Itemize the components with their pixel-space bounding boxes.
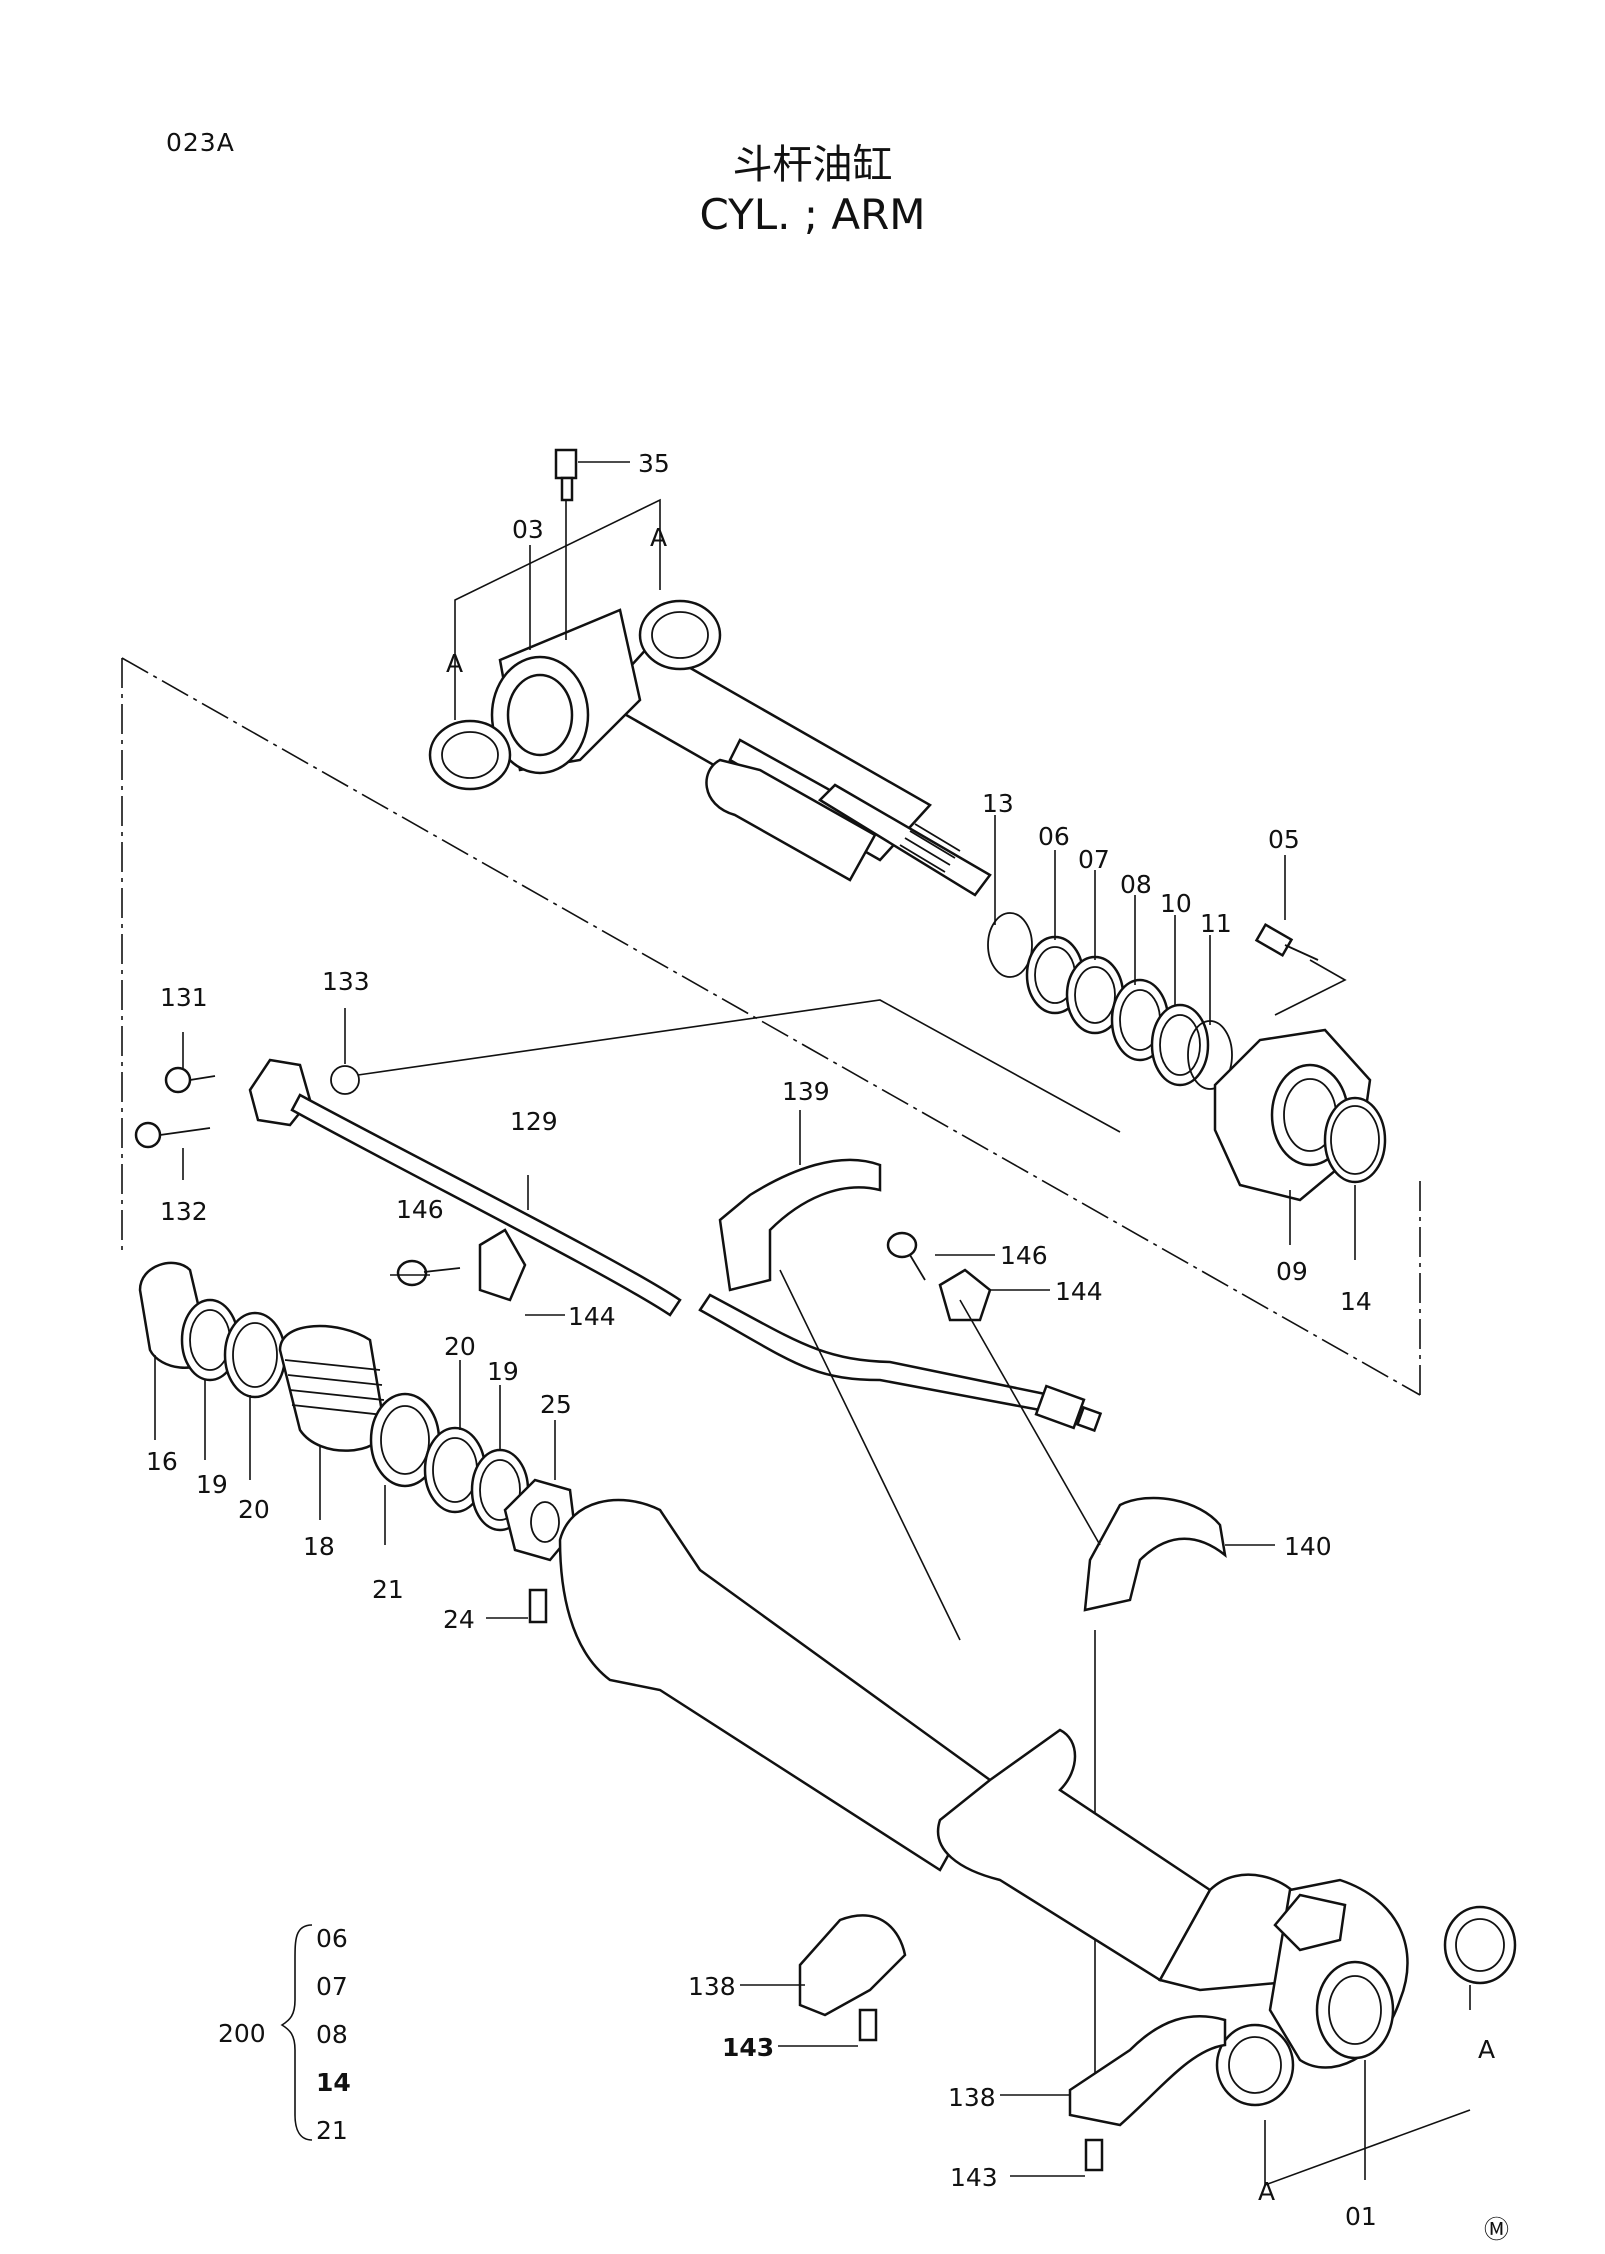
- callout-20: 20: [238, 1495, 270, 1524]
- callout-18: 18: [303, 1532, 335, 1561]
- kit-bracket: [280, 1924, 313, 2141]
- callout-131: 131: [160, 983, 208, 1012]
- callout-138: 138: [948, 2083, 996, 2112]
- kit-number: 200: [218, 2019, 266, 2048]
- kit-item: 21: [316, 2116, 348, 2145]
- callout-03: 03: [512, 515, 544, 544]
- callout-138: 138: [688, 1972, 736, 2001]
- callout-a: A: [446, 649, 463, 678]
- kit-item: 07: [316, 1972, 348, 2001]
- pipe-clamps: [396, 1158, 1227, 2080]
- callout-21: 21: [372, 1575, 404, 1604]
- callout-14: 14: [1340, 1287, 1372, 1316]
- callout-139: 139: [782, 1077, 830, 1106]
- piston-parts: [138, 1261, 577, 1624]
- callout-143: 143: [722, 2033, 774, 2062]
- kit-legend: 200 06 07 08 14 21: [218, 1924, 351, 2145]
- leader-lines: [182, 461, 1275, 2177]
- callout-146: 146: [1000, 1241, 1048, 1270]
- title-english: CYL. ; ARM: [699, 190, 926, 239]
- page-code: 023A: [166, 128, 235, 157]
- callout-140: 140: [1284, 1532, 1332, 1561]
- callout-143: 143: [950, 2163, 998, 2192]
- callout-19: 19: [196, 1470, 228, 1499]
- callout-08: 08: [1120, 870, 1152, 899]
- title-chinese: 斗杆油缸: [732, 142, 893, 188]
- callout-133: 133: [322, 967, 370, 996]
- m-marker: Ⓜ: [1484, 2215, 1509, 2244]
- callout-146: 146: [396, 1195, 444, 1224]
- cylinder-tube: [558, 1498, 1517, 2186]
- kit-item: 08: [316, 2020, 348, 2049]
- callout-20: 20: [444, 1332, 476, 1361]
- callout-16: 16: [146, 1447, 178, 1476]
- callout-24: 24: [443, 1605, 475, 1634]
- callout-11: 11: [1200, 909, 1232, 938]
- callout-06: 06: [1038, 822, 1070, 851]
- assembly-boundary: [121, 657, 1421, 1396]
- callout-144: 144: [1055, 1277, 1103, 1306]
- callout-07: 07: [1078, 845, 1110, 874]
- callout-19: 19: [487, 1357, 519, 1386]
- kit-item: 14: [316, 2068, 351, 2097]
- callout-144: 144: [568, 1302, 616, 1331]
- callout-a: A: [650, 523, 667, 552]
- pipe-assembly: [134, 999, 1121, 1433]
- callout-09: 09: [1276, 1257, 1308, 1286]
- callout-a: A: [1258, 2177, 1275, 2206]
- callout-129: 129: [510, 1107, 558, 1136]
- callout-13: 13: [982, 789, 1014, 818]
- callout-a: A: [1478, 2035, 1495, 2064]
- piston-rod-assembly: [428, 448, 992, 897]
- kit-item: 06: [316, 1924, 348, 1953]
- callout-10: 10: [1160, 889, 1192, 918]
- callout-132: 132: [160, 1197, 208, 1226]
- callout-labels: 35 03 A A 13 06 07 08 10 11 05 131 133 1…: [146, 449, 1495, 2231]
- callout-25: 25: [540, 1390, 572, 1419]
- callout-35: 35: [638, 449, 670, 478]
- cylinder-head: [1213, 855, 1387, 1260]
- rod-seals: [987, 815, 1233, 1090]
- callout-01: 01: [1345, 2202, 1377, 2231]
- callout-05: 05: [1268, 825, 1300, 854]
